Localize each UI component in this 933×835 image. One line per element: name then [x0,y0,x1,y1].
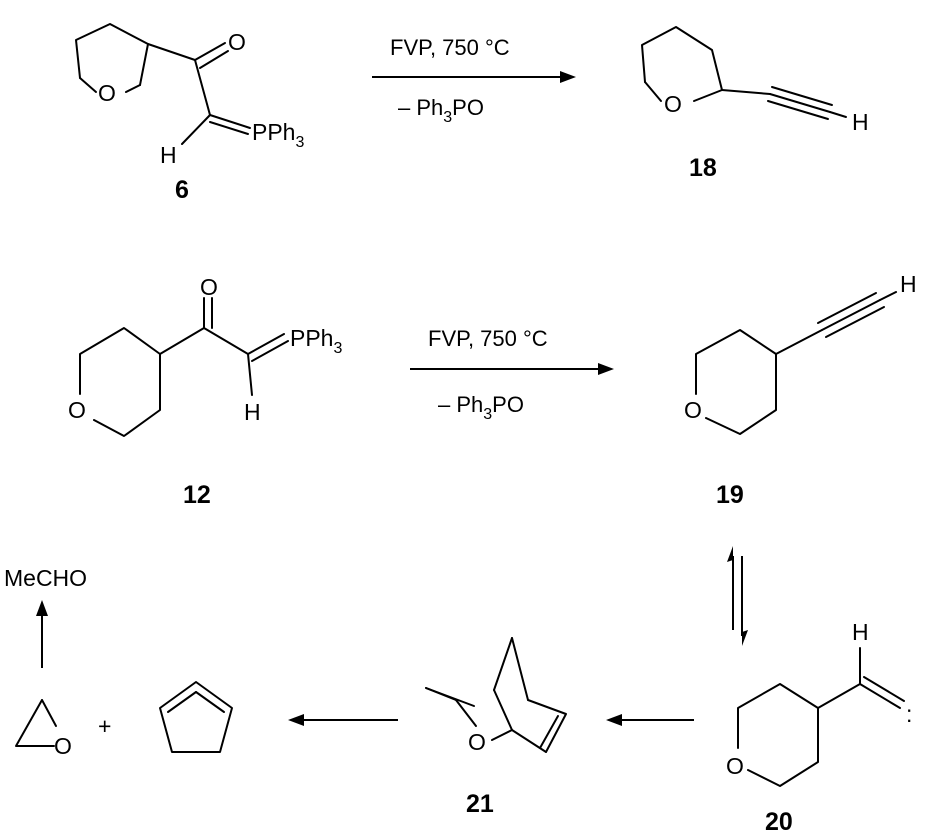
condition-2-bottom: – Ph3PO [438,392,524,423]
ylide-hydrogen-label: H [244,399,261,425]
compound-19-structure: O H 19 [684,271,917,509]
carbonyl-oxygen-label: O [200,274,218,300]
ylide-hydrogen-label: H [160,142,177,168]
reaction-arrow-1: FVP, 750 °C – Ph3PO [372,35,576,126]
reaction-arrow-2: FVP, 750 °C – Ph3PO [410,326,614,423]
alkyne-hydrogen-label: H [852,109,869,135]
carbonyl-oxygen-label: O [228,29,246,55]
cyclopentadiene-structure [159,681,233,753]
compound-19-label: 19 [716,481,744,509]
compound-12-structure: O O H PPh3 12 [68,274,342,509]
arrow-20-to-21 [606,714,694,726]
compound-18-structure: O H 18 [641,26,869,182]
compound-20-structure: O H : 20 [726,619,912,835]
ring-oxygen-label: O [468,729,486,755]
oxirane-oxygen-label: O [54,733,72,759]
condition-2-top: FVP, 750 °C [428,326,548,351]
ring-oxygen-label: O [68,397,86,423]
mecho-label: MeCHO [4,565,87,591]
compound-6-label: 6 [175,176,189,204]
pph3-label: PPh3 [252,119,304,151]
pph3-label: PPh3 [290,325,342,357]
ring-oxygen-label: O [98,80,116,106]
compound-18-label: 18 [689,154,717,182]
oxirane-structure: O [15,699,72,759]
ring-oxygen-label: O [684,397,702,423]
alkyne-hydrogen-label: H [900,271,917,297]
ring-oxygen-label: O [726,753,744,779]
vinylidene-hydrogen-label: H [852,619,869,645]
equilibrium-arrows [727,546,748,646]
condition-1-bottom: – Ph3PO [398,95,484,126]
compound-21-structure: O 21 [425,637,567,818]
compound-21-label: 21 [466,790,494,818]
arrow-21-to-products [288,714,398,726]
arrow-to-mecho: MeCHO [4,565,87,668]
compound-6-structure: O O H PPh3 6 [75,23,304,204]
ring-oxygen-label: O [664,91,682,117]
carbene-lone-pair: : [906,701,912,727]
compound-20-label: 20 [765,808,793,835]
compound-12-label: 12 [183,481,211,509]
condition-1-top: FVP, 750 °C [390,35,510,60]
plus-sign: + [98,713,111,739]
